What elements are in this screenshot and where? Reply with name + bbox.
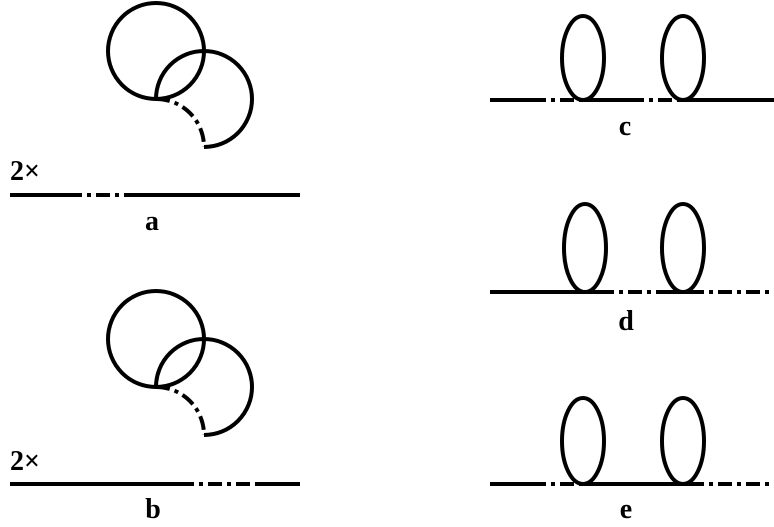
panel-b: 2× b: [10, 289, 300, 525]
panel-a-multiplier: 2×: [10, 156, 40, 187]
panel-d-loop-left: [562, 202, 608, 294]
panel-e-label: e: [620, 494, 632, 525]
panel-c: c: [490, 14, 774, 142]
panel-b-label: b: [145, 494, 161, 525]
panel-a-lower-loop-dashed: [155, 97, 206, 148]
panel-a-lower-loop-solid: [154, 49, 254, 149]
panel-c-label: c: [619, 111, 631, 142]
panel-b-multiplier: 2×: [10, 446, 40, 477]
panel-c-loop-right: [660, 14, 706, 102]
panel-e-loop-left: [560, 396, 606, 486]
panel-a: 2× a: [10, 1, 300, 237]
panel-d: d: [490, 202, 774, 337]
panel-b-lower-loop-dashed: [155, 385, 206, 436]
panel-b-lower-loop-solid: [154, 337, 254, 437]
panel-a-label: a: [145, 206, 159, 237]
panel-c-loop-left: [560, 14, 606, 102]
panel-e: e: [490, 396, 774, 525]
panel-e-loop-right: [660, 396, 706, 486]
panel-d-loop-right: [660, 202, 706, 294]
panel-d-label: d: [618, 306, 634, 337]
